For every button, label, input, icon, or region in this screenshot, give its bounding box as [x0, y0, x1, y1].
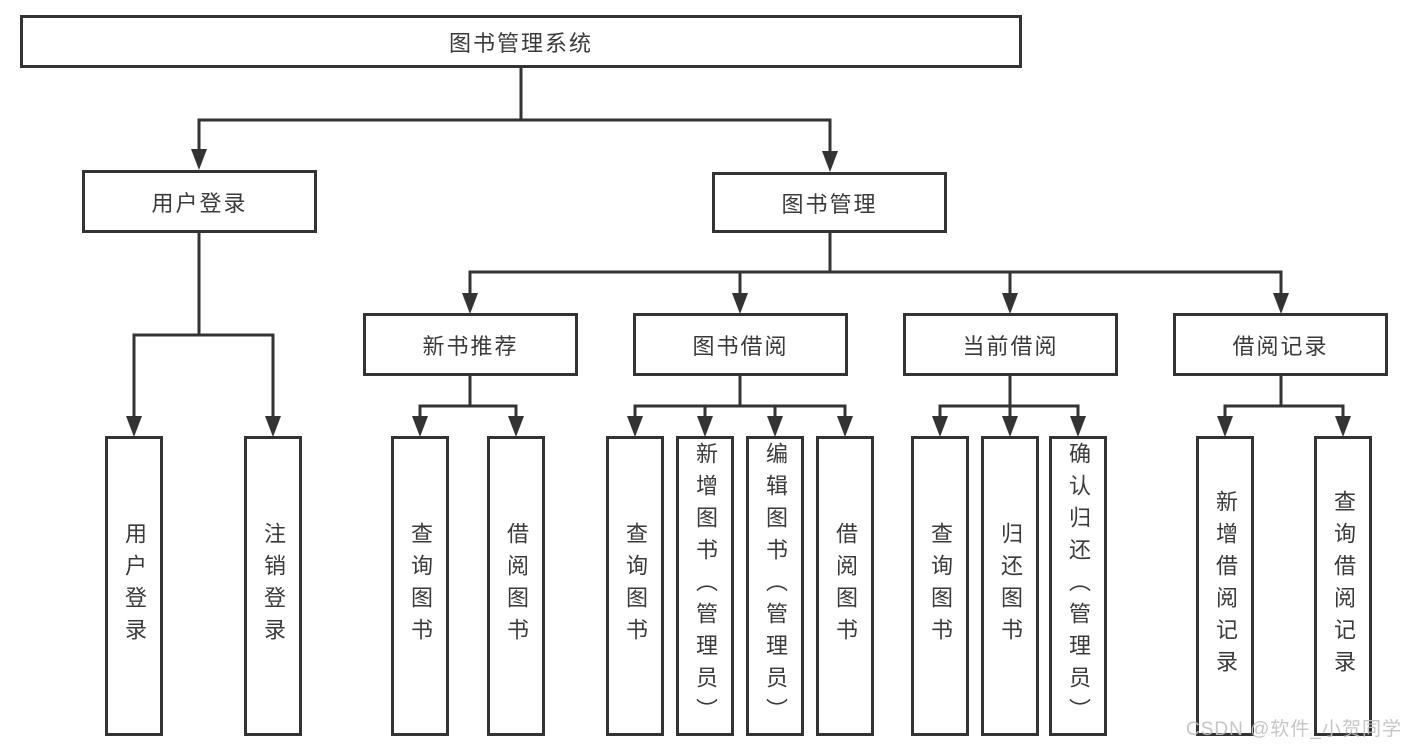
- leaf-bb-borrow-books: 借阅图书: [816, 436, 874, 736]
- leaf-br-query-record: 查询借阅记录: [1314, 436, 1372, 736]
- leaf-bb-query-books: 查询图书: [606, 436, 664, 736]
- connector-user-login-to-leaves: [126, 233, 281, 437]
- leaf-br-add-record: 新增借阅记录: [1196, 436, 1254, 736]
- node-borrowing-records: 借阅记录: [1173, 313, 1388, 376]
- leaf-bb-edit-books: 编辑图书（管理员）: [746, 436, 804, 736]
- csdn-watermark: CSDN @软件_小贺同学: [1186, 719, 1402, 740]
- connector-borrowing-records-to-leaves: [1217, 376, 1351, 437]
- node-book-borrowing: 图书借阅: [633, 313, 848, 376]
- node-book-management: 图书管理: [712, 172, 947, 233]
- leaf-cb-return-books: 归还图书: [981, 436, 1039, 736]
- leaf-user-login: 用户登录: [105, 436, 163, 736]
- leaf-cb-confirm-return: 确认归还（管理员）: [1049, 436, 1107, 736]
- node-current-borrowing: 当前借阅: [903, 313, 1118, 376]
- node-root: 图书管理系统: [20, 15, 1022, 68]
- connector-book-borrowing-to-leaves: [627, 376, 853, 437]
- leaf-nbr-query-books: 查询图书: [391, 436, 449, 736]
- connector-root-to-level2: [191, 68, 838, 172]
- connector-current-borrowing-to-leaves: [932, 376, 1086, 437]
- node-new-book-recommend: 新书推荐: [363, 313, 578, 376]
- leaf-bb-add-books: 新增图书（管理员）: [676, 436, 734, 736]
- leaf-nbr-borrow-books: 借阅图书: [487, 436, 545, 736]
- node-user-login: 用户登录: [82, 170, 317, 233]
- leaf-logout: 注销登录: [244, 436, 302, 736]
- connector-book-management-to-level3: [462, 233, 1289, 314]
- connector-new-book-recommend-to-leaves: [412, 376, 524, 437]
- leaf-cb-query-books: 查询图书: [911, 436, 969, 736]
